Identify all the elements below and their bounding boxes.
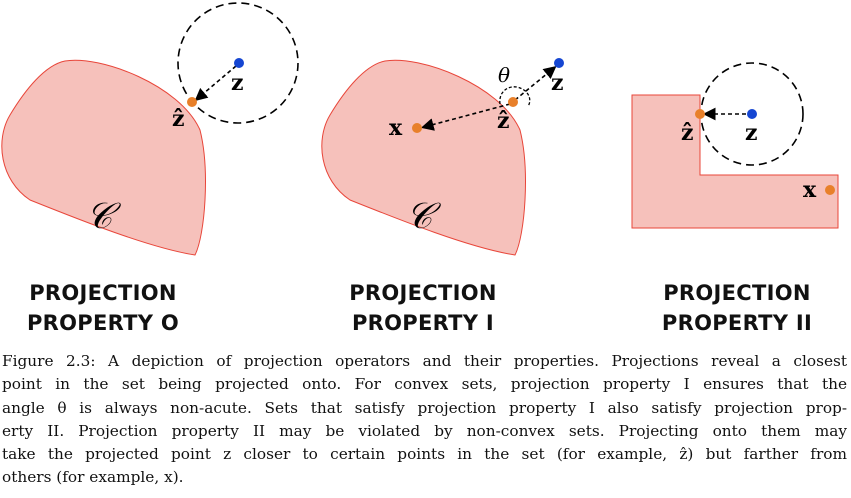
zhat-label: ẑ [172,106,185,132]
nonconvex-set [631,94,839,229]
projection-arrow [514,65,557,101]
caption-line: angle θ is always non-acute. Sets that s… [2,398,847,417]
x-point [412,123,422,133]
panel-title-property-1: PROJECTION PROPERTY I [303,278,543,338]
zhat-label: ẑ [681,120,694,146]
figure-caption: Figure 2.3: A depiction of projection op… [2,350,847,490]
title-line: PROPERTY I [351,311,495,335]
angle-label: θ [498,63,510,87]
panel-property-2: z ẑ x [631,62,839,229]
title-line: PROPERTY O [26,311,180,335]
z-label: z [231,70,244,96]
angle-arc [499,86,531,107]
caption-line: point in the set being projected onto. F… [2,375,847,394]
panel-title-property-0: PROJECTION PROPERTY O [0,278,223,338]
x-point [825,185,835,195]
caption-line: Figure 2.3: A depiction of projection op… [2,352,847,370]
panel-property-0: z ẑ 𝒞 [1,2,299,256]
panel-property-1: θ z ẑ x 𝒞 [321,58,564,256]
panel-title-property-2: PROJECTION PROPERTY II [617,278,851,338]
z-point [554,58,564,68]
projection-arrow [194,65,237,102]
title-line: PROJECTION [663,281,811,305]
z-label: z [551,70,564,96]
projection-figure: z ẑ 𝒞 θ z ẑ x 𝒞 z ẑ x .setp{fill:#f6c1bb… [1,2,839,256]
dashed-ball [177,2,299,124]
convex-set [1,59,206,256]
zhat-point [508,97,518,107]
zhat-point [187,97,197,107]
zhat-label: ẑ [497,108,510,134]
convex-set [321,59,526,256]
z-point [747,109,757,119]
title-line: PROJECTION [349,281,497,305]
caption-line: erty II. Projection property II may be v… [2,421,847,440]
x-label: x [803,177,817,203]
z-point [234,58,244,68]
z-label: z [745,120,758,146]
x-label: x [389,115,403,141]
title-line: PROPERTY II [661,311,813,335]
title-line: PROJECTION [29,281,177,305]
caption-line: others (for example, x). [2,468,184,487]
direction-arrow [420,103,511,131]
caption-line: take the projected point z closer to cer… [2,445,847,464]
zhat-point [695,109,705,119]
